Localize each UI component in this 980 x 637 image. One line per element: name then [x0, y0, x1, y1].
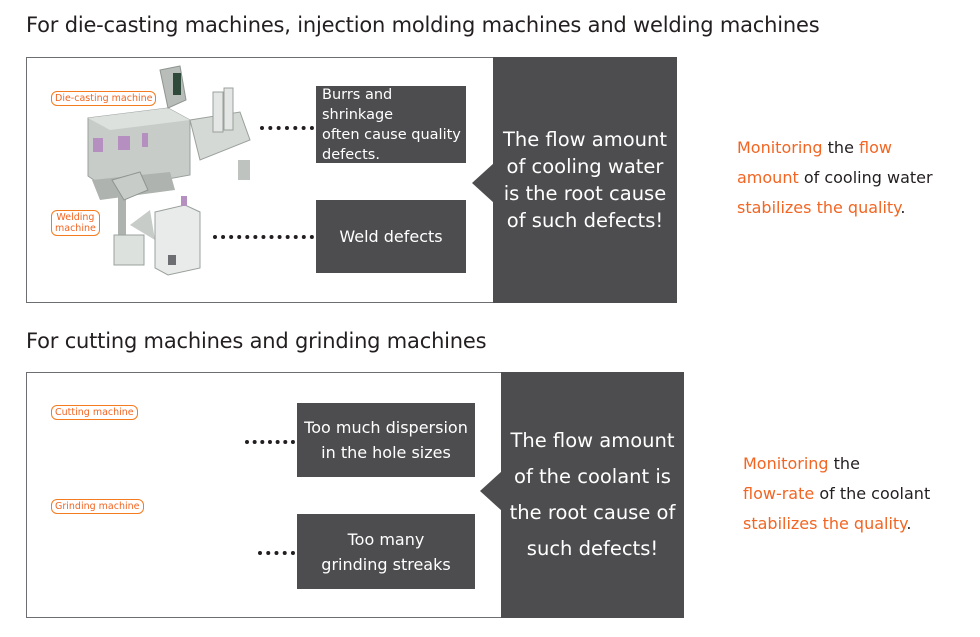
pointer-arrow — [480, 471, 502, 511]
cutting-machine-label: Cutting machine — [51, 405, 138, 420]
connector-dots — [260, 126, 314, 130]
connector-dots — [245, 440, 295, 444]
welding-label-line-2: machine — [55, 223, 96, 234]
defect-text-line: grinding streaks — [321, 554, 451, 574]
die-casting-machine-label: Die-casting machine — [51, 91, 157, 106]
defect-box-streaks: Too many grinding streaks — [297, 514, 475, 589]
cause-text-line: such defects! — [526, 537, 659, 560]
pointer-arrow — [472, 163, 494, 203]
cause-text-line: of the coolant is — [514, 465, 671, 488]
defect-text-line: in the hole sizes — [321, 443, 451, 462]
grinding-machine-label: Grinding machine — [51, 499, 144, 514]
plain-text: the — [828, 454, 860, 473]
section2-heading: For cutting machines and grinding machin… — [26, 329, 487, 353]
highlight-text: amount — [737, 168, 799, 187]
connector-dots — [258, 551, 295, 555]
defect-text-line: Too much dispersion — [304, 418, 468, 437]
cause-text-line: The flow amount — [510, 429, 675, 452]
defect-text-line: Too many — [347, 529, 425, 549]
defect-box-weld: Weld defects — [316, 200, 466, 273]
defect-box-burrs: Burrs and shrinkage often cause quality … — [316, 86, 466, 163]
defect-text-line: often cause quality — [322, 126, 461, 143]
die-casting-machine-illustration — [87, 65, 251, 200]
plain-text: of cooling water — [798, 168, 933, 187]
highlight-text: stabilizes the quality — [743, 514, 907, 533]
plain-text: the — [822, 138, 859, 157]
cause-text-line: of cooling water — [506, 155, 664, 178]
plain-text: . — [900, 198, 906, 217]
section2-conclusion: Monitoring the flow-rate of the coolant … — [743, 449, 930, 539]
cause-text-line: the root cause of — [509, 501, 676, 524]
connector-dots — [213, 235, 314, 239]
defect-text-line: defects. — [322, 146, 380, 163]
plain-text: . — [906, 514, 912, 533]
welding-robot-illustration — [111, 171, 155, 266]
highlight-text: Monitoring — [737, 138, 823, 157]
highlight-text: flow-rate — [743, 484, 815, 503]
highlight-text: Monitoring — [743, 454, 829, 473]
defect-box-dispersion: Too much dispersion in the hole sizes — [297, 403, 475, 477]
root-cause-box-1: The flow amount of cooling water is the … — [493, 57, 677, 303]
cause-text-line: is the root cause — [503, 182, 667, 205]
cause-text-line: of such defects! — [506, 209, 664, 232]
welding-power-unit-illustration — [154, 196, 201, 276]
welding-label-line-1: Welding — [56, 212, 95, 223]
section1-conclusion: Monitoring the flow amount of cooling wa… — [737, 133, 933, 223]
plain-text: of the coolant — [814, 484, 931, 503]
defect-text-line: Burrs and shrinkage — [322, 86, 394, 123]
highlight-text: flow — [859, 138, 892, 157]
highlight-text: stabilizes the quality — [737, 198, 901, 217]
root-cause-box-2: The flow amount of the coolant is the ro… — [501, 372, 684, 618]
cause-text-line: The flow amount — [502, 128, 668, 151]
welding-machine-label: Welding machine — [51, 210, 100, 236]
section1-heading: For die-casting machines, injection mold… — [26, 13, 820, 37]
